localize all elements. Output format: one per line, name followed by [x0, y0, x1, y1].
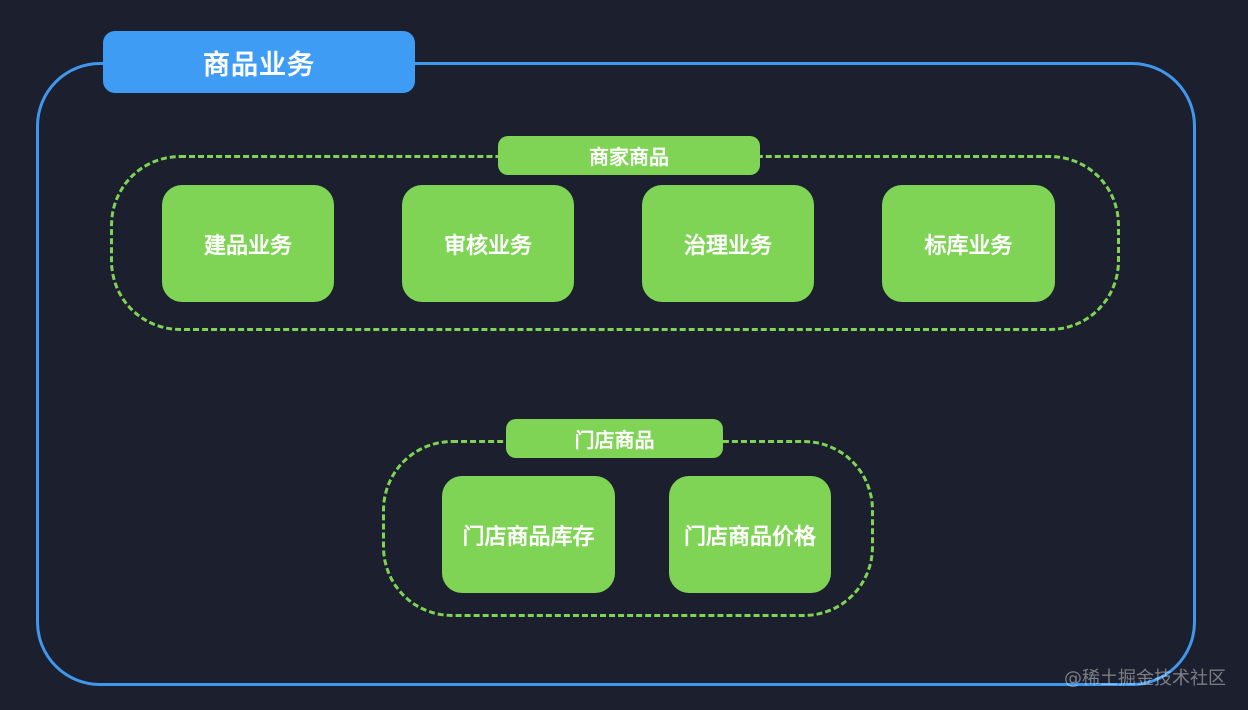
diagram-title: 商品业务 — [103, 31, 415, 93]
store-products-label: 门店商品 — [506, 419, 723, 458]
node-store-inventory: 门店商品库存 — [442, 476, 615, 593]
outer-frame — [36, 62, 1196, 686]
node-review: 审核业务 — [402, 185, 574, 302]
node-governance: 治理业务 — [642, 185, 814, 302]
merchant-products-label: 商家商品 — [498, 136, 760, 175]
watermark-text: @稀土掘金技术社区 — [1064, 668, 1226, 689]
node-product-creation: 建品业务 — [162, 185, 334, 302]
node-store-price: 门店商品价格 — [669, 476, 831, 593]
node-standard-library: 标库业务 — [882, 185, 1055, 302]
